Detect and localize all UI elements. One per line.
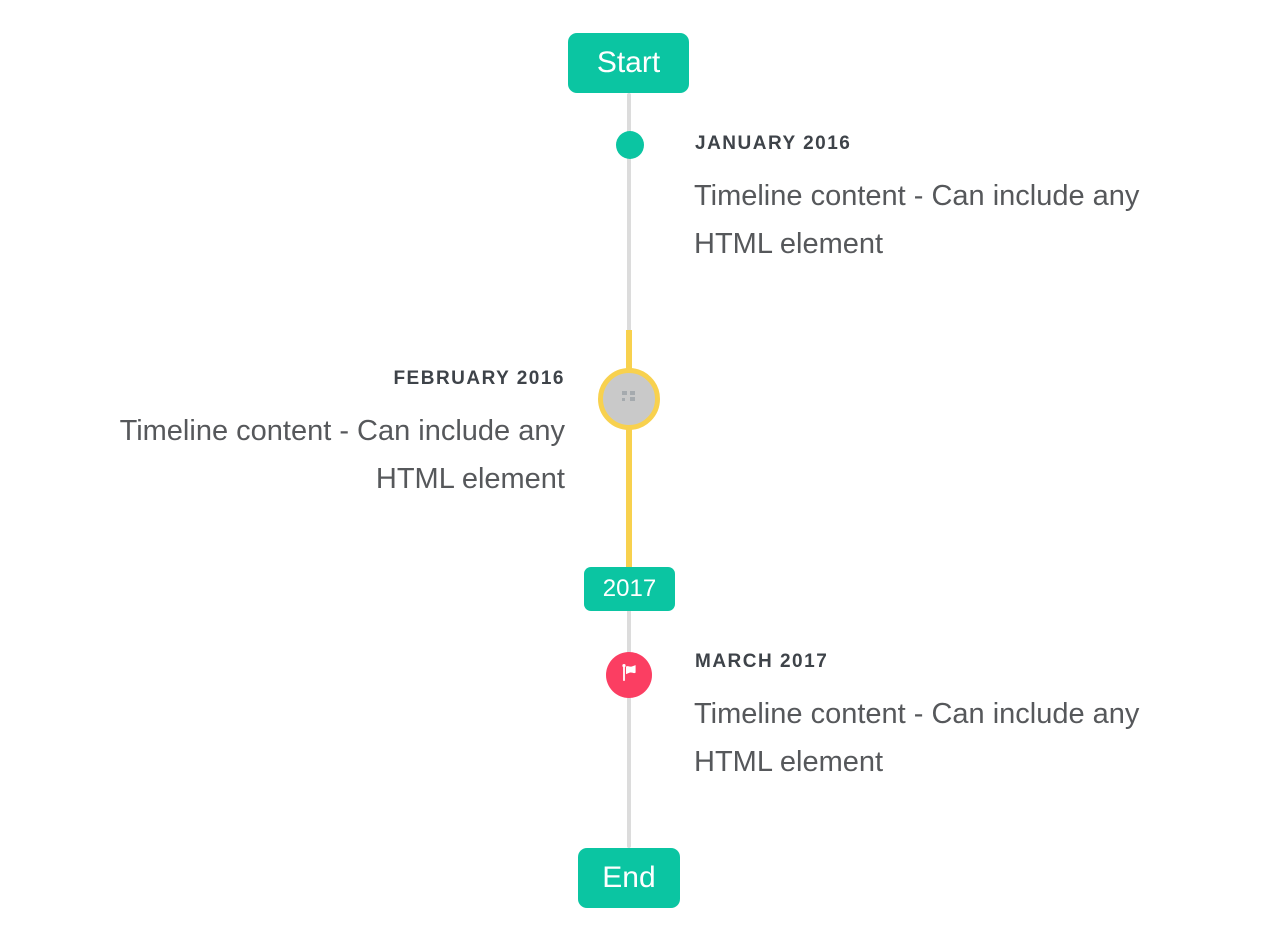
event-title: FEBRUARY 2016: [393, 368, 565, 389]
flag-icon: [617, 661, 641, 690]
timeline-end-badge: End: [578, 848, 680, 908]
timeline-line-highlight: [626, 330, 632, 567]
timeline-start-badge: Start: [568, 33, 689, 93]
event-content: Timeline content - Can include any HTML …: [119, 415, 565, 495]
broken-image-icon: [621, 390, 637, 409]
event-marker-image-placeholder[interactable]: [598, 368, 660, 430]
event-title: MARCH 2017: [695, 651, 829, 672]
timeline-period-badge-2017: 2017: [584, 567, 675, 611]
event-content: Timeline content - Can include any HTML …: [694, 698, 1140, 778]
event-content: Timeline content - Can include any HTML …: [694, 180, 1140, 260]
event-title: JANUARY 2016: [695, 133, 852, 154]
event-marker-flag[interactable]: [606, 652, 652, 698]
event-marker-dot-icon[interactable]: [616, 131, 644, 159]
